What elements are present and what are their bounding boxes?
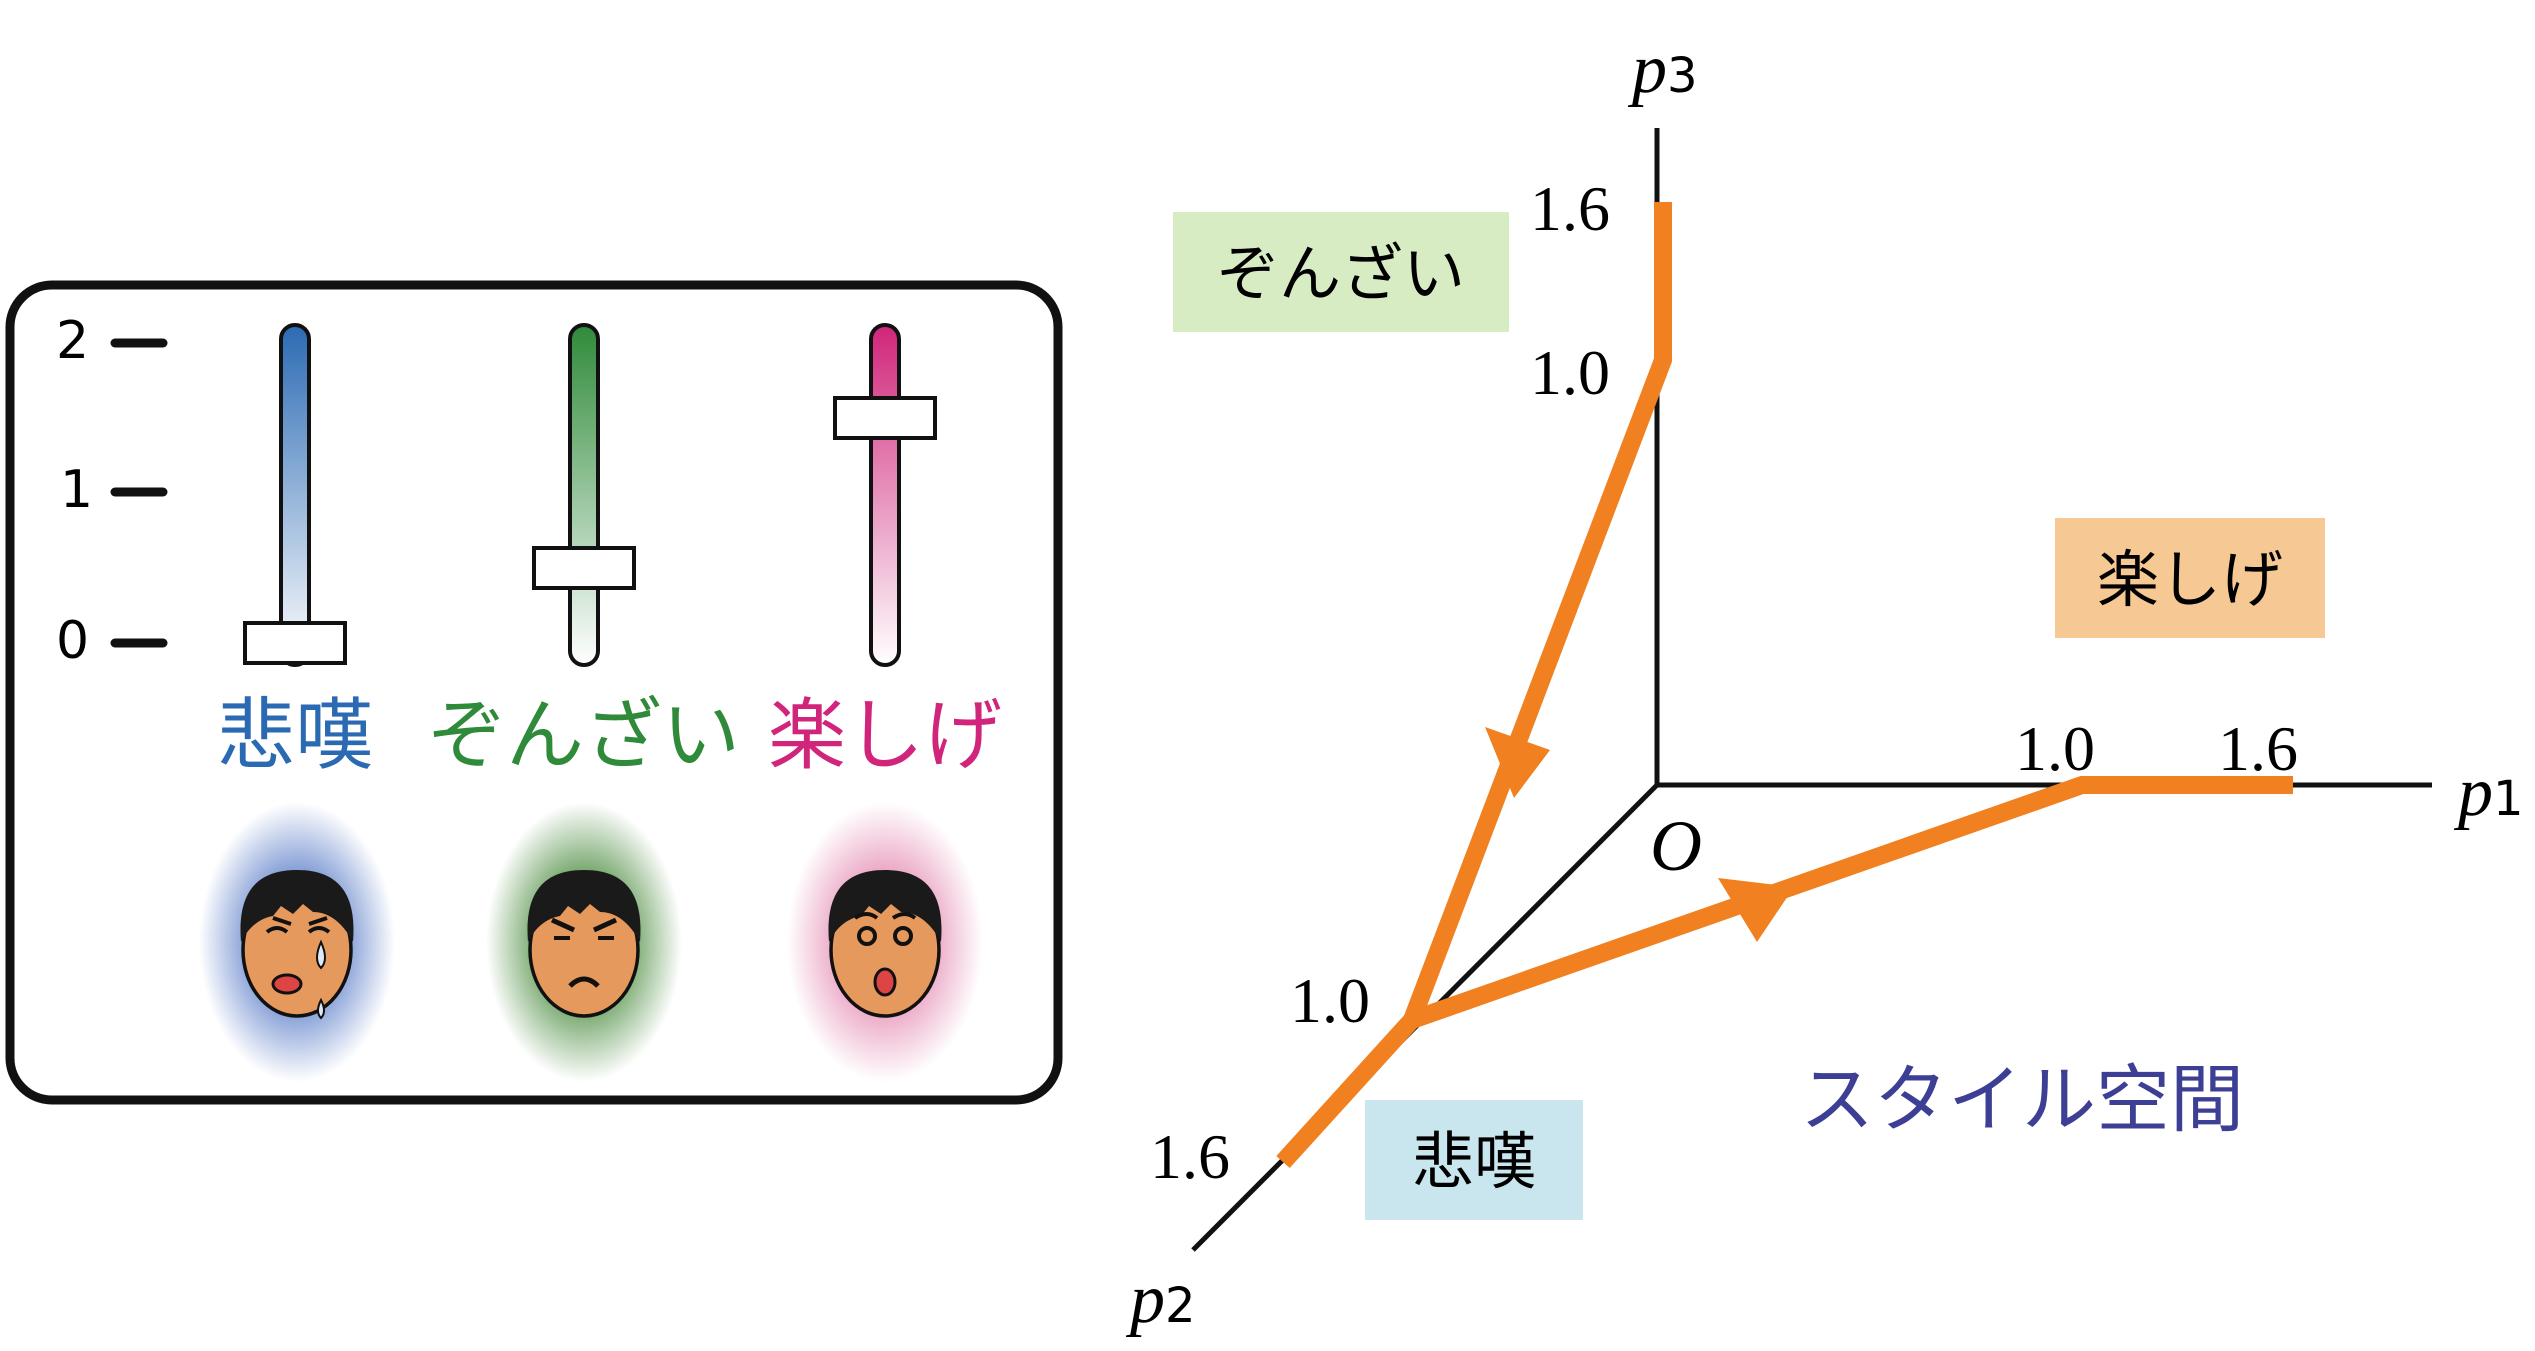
p1-tick-1-6: 1.6: [2218, 713, 2298, 784]
scale-tick-0: 0: [56, 611, 89, 671]
style-space-label: スタイル空間: [1800, 1057, 2244, 1143]
slider-happy[interactable]: [833, 323, 937, 667]
style-path: [1276, 202, 2293, 1169]
region-box-rough: [1173, 212, 1509, 332]
slider-grief[interactable]: [243, 323, 347, 667]
style-space: p3 p1 p2 O 1.6 1.0 1.0 1.6 1.0 1.6 ぞんざい …: [1125, 31, 2524, 1338]
p3-axis-label: p3: [1627, 31, 1698, 108]
slider-label-happy: 楽しげ: [768, 691, 1002, 781]
p3-tick-1-0: 1.0: [1530, 337, 1610, 408]
slider-track-happy: [869, 323, 901, 667]
slider-track-grief: [279, 323, 311, 667]
p2-tick-1-6: 1.6: [1150, 1121, 1230, 1192]
crying-face-icon: [199, 802, 395, 1082]
angry-face-icon: [486, 802, 682, 1082]
slider-handle-rough[interactable]: [532, 546, 636, 590]
arrow-head-down: [1485, 727, 1550, 798]
slider-label-rough: ぞんざい: [428, 691, 740, 781]
p3-tick-1-6: 1.6: [1530, 173, 1610, 244]
region-label-grief: 悲嘆: [1412, 1125, 1536, 1198]
region-box-happy: [2055, 518, 2325, 638]
p1-tick-1-0: 1.0: [2015, 713, 2095, 784]
region-label-happy: 楽しげ: [2097, 543, 2283, 616]
scale: 2 1 0: [56, 311, 168, 671]
arrow-head-right: [1718, 878, 1794, 942]
slider-handle-happy[interactable]: [833, 396, 937, 440]
slider-panel: 2 1 0 悲嘆 ぞんざい 楽しげ: [5, 280, 1063, 1105]
scale-tick-2: 2: [56, 311, 89, 371]
path-segment-rough-to-grief: [1403, 202, 1672, 1024]
slider-label-grief: 悲嘆: [217, 691, 373, 781]
slider-handle-grief[interactable]: [243, 621, 347, 665]
scale-tick-1: 1: [60, 460, 93, 520]
region-box-grief: [1365, 1100, 1583, 1220]
p2-tick-1-0: 1.0: [1290, 965, 1370, 1036]
surprised-face-icon: [787, 802, 983, 1082]
p1-axis-label: p1: [2453, 754, 2524, 831]
slider-track-rough: [568, 323, 600, 667]
region-label-rough: ぞんざい: [1217, 237, 1465, 310]
slider-rough[interactable]: [532, 323, 636, 667]
origin-label: O: [1650, 806, 1702, 886]
p2-axis-label: p2: [1125, 1261, 1196, 1338]
